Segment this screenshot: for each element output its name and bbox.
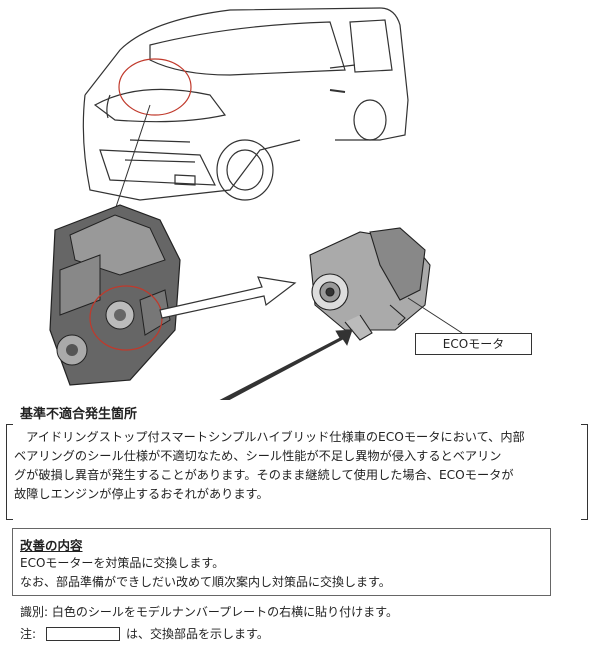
engine-drawing [49, 204, 181, 386]
remedy-box [12, 528, 551, 596]
eco-motor-label: ECOモータ [415, 333, 532, 355]
engine-hood-circle [118, 58, 192, 116]
defect-bracket-box [6, 424, 588, 520]
note-prefix: 注: [20, 627, 37, 641]
arrow-to-motor [159, 276, 297, 319]
defect-line: アイドリングストップ付スマートシンプルハイブリッド仕様車のECOモータにおいて、… [14, 430, 525, 444]
identification-text: 識別: 白色のシールをモデルナンバープレートの右横に貼り付けます。 [20, 605, 398, 619]
arrow-from-title [219, 329, 353, 400]
remedy-line-1: ECOモーターを対策品に交換します。 [20, 556, 225, 570]
replacement-part-legend-box [46, 626, 121, 641]
note-text: は、交換部品を示します。 [126, 627, 269, 641]
remedy-title: 改善の内容 [20, 538, 83, 553]
defect-description: アイドリングストップ付スマートシンプルハイブリッド仕様車のECOモータにおいて、… [14, 428, 580, 504]
defect-section-title: 基準不適合発生箇所 [20, 407, 138, 422]
defect-line: ベアリングのシール仕様が不適切なため、シール性能が不足し異物が侵入するとベアリン [14, 449, 502, 463]
van-drawing [82, 7, 409, 201]
remedy-line-2: なお、部品準備ができしだい改めて順次案内し対策品に交換します。 [20, 575, 391, 589]
defect-line: グが破損し異音が発生することがあります。そのまま継続して使用した場合、ECOモー… [14, 468, 514, 482]
eco-motor-drawing [309, 227, 431, 341]
note: 注: は、交換部品を示します。 [20, 625, 269, 642]
defect-line: 故障しエンジンが停止するおそれがあります。 [14, 487, 269, 501]
recall-illustration [49, 7, 463, 400]
